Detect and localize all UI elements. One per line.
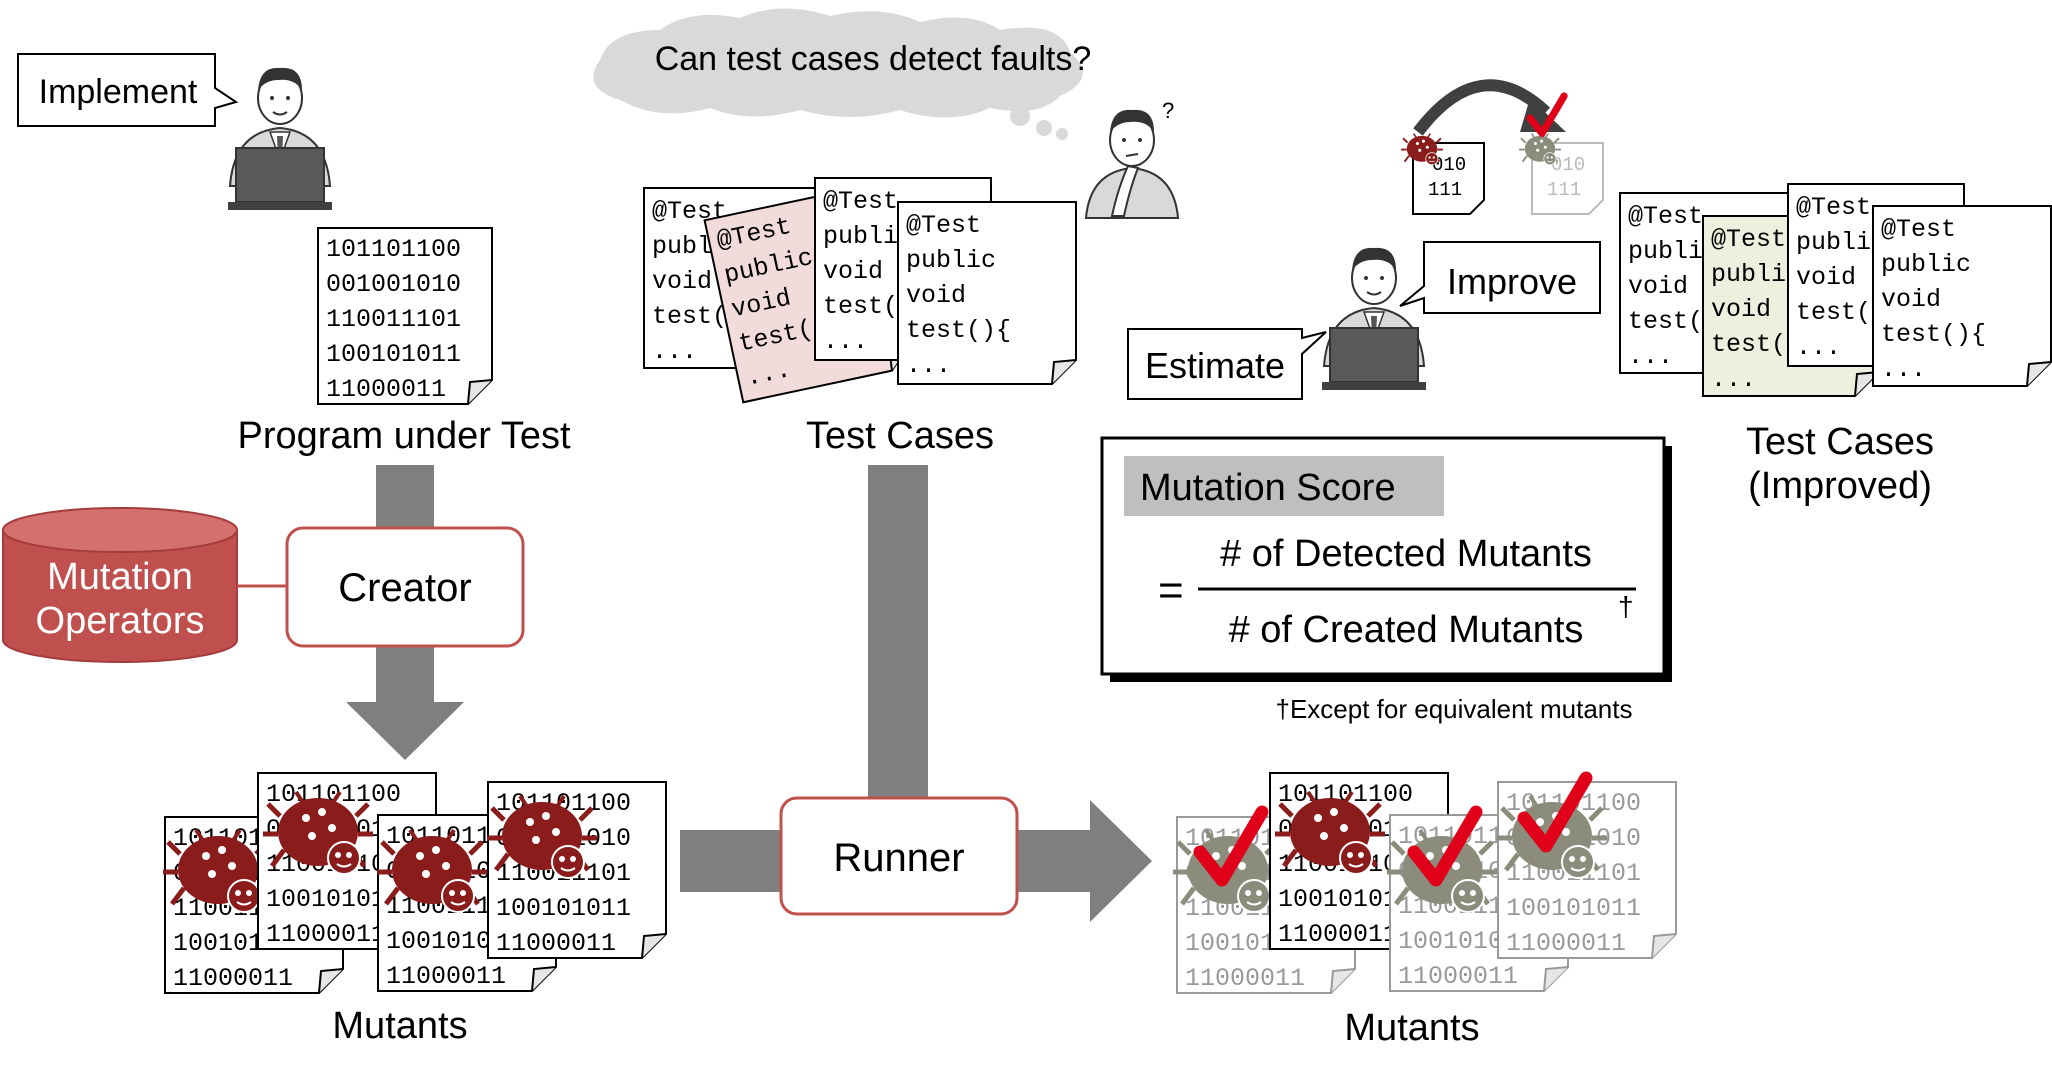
question-text: Can test cases detect faults? (655, 40, 1092, 78)
mutants-left-group: 1011011000010010101100111011001010111100… (163, 772, 667, 994)
question-mark: ? (1162, 98, 1174, 123)
mutant-code-line: 100101011 (496, 894, 631, 923)
mutation-operators-line1: Mutation (47, 556, 193, 598)
mutants-right-group: 1011011000010010101100111011001010111100… (1173, 773, 1677, 994)
test-code-line: void (1796, 263, 1856, 292)
test-code-line: public (1711, 260, 1801, 289)
test-code-line: @Test (906, 211, 981, 240)
mutant-code-line: 100101011 (1506, 894, 1641, 923)
mutant-code-line: 11000011 (1278, 920, 1398, 949)
test-code-line: ... (1796, 333, 1841, 362)
mini-code-line: 111 (1547, 179, 1581, 201)
mutants-right-label: Mutants (1344, 1007, 1479, 1049)
runner-input-bar (868, 465, 928, 805)
mini-code-line: 010 (1551, 154, 1585, 176)
test-case-document: @Test public void test(){... (1872, 205, 2052, 387)
mutant-code-line: 11000011 (266, 920, 386, 949)
test-code-line: ... (1881, 355, 1926, 384)
creator-label: Creator (338, 566, 471, 610)
thought-cloud-icon: Can test cases detect faults? (593, 8, 1091, 140)
test-code-line: public (1881, 250, 1971, 279)
test-code-line: void (1881, 285, 1941, 314)
test-code-line: @Test (823, 187, 898, 216)
mutant-code-line: 11000011 (496, 929, 616, 958)
program-code-line: 101101100 (326, 235, 461, 264)
test-code-line: ... (1628, 342, 1673, 371)
test-code-line: void (1711, 295, 1771, 324)
mutation-operators-line2: Operators (36, 600, 205, 642)
test-code-line: @Test (1881, 215, 1956, 244)
estimate-text: Estimate (1145, 345, 1285, 386)
test-code-line: void (823, 257, 883, 286)
test-cases-label: Test Cases (806, 415, 994, 457)
score-footnote: †Except for equivalent mutants (1276, 694, 1633, 724)
mini-code-line: 010 (1432, 154, 1466, 176)
test-code-line: void (1628, 272, 1688, 301)
mutants-left-label: Mutants (332, 1005, 467, 1047)
mutant-code-line: 11000011 (1398, 962, 1518, 991)
test-cases-stack: @Testpublicvoidtest(){...@Testpublicvoid… (643, 177, 1077, 404)
mini-code-line: 111 (1428, 179, 1462, 201)
bug-icon (1518, 132, 1562, 166)
program-code-line: 110011101 (326, 305, 461, 334)
test-code-line: void (652, 267, 712, 296)
mutation-score-box: Mutation Score = # of Detected Mutants #… (1100, 436, 1672, 682)
test-code-line: test(){ (1881, 320, 1986, 349)
runner-box: Runner (779, 796, 1019, 916)
mutant-code-line: 11000011 (173, 964, 293, 993)
improved-test-cases-label-line1: Test Cases (1746, 421, 1934, 463)
program-code-line: 001001010 (326, 270, 461, 299)
test-code-line: public (906, 246, 996, 275)
program-code-line: 100101011 (326, 340, 461, 369)
score-dagger: † (1618, 591, 1634, 622)
score-equals: = (1158, 566, 1184, 615)
score-title: Mutation Score (1140, 467, 1396, 509)
test-code-line: @Test (1711, 225, 1786, 254)
improved-test-cases-stack: @Testpublicvoidtest(){...@Testpublicvoid… (1619, 183, 2052, 397)
test-code-line: ... (823, 327, 868, 356)
test-code-line: void (906, 281, 966, 310)
implement-text: Implement (39, 73, 198, 111)
thinking-person-icon (1085, 108, 1179, 219)
mutation-operators-database-icon: Mutation Operators (1, 507, 238, 663)
mutant-code-line: 11000011 (1506, 929, 1626, 958)
mutant-code-line: 11000011 (1185, 964, 1305, 993)
improve-bubble: Improve (1399, 241, 1601, 314)
mutant-code-line: 11000011 (386, 962, 506, 991)
improved-test-cases-label-line2: (Improved) (1748, 465, 1932, 507)
test-code-line: ... (1711, 365, 1756, 394)
runner-label: Runner (833, 836, 964, 880)
test-code-line: ... (906, 351, 951, 380)
test-code-line: @Test (1628, 202, 1703, 231)
score-header-bg (1124, 456, 1444, 516)
improve-text: Improve (1447, 261, 1577, 302)
program-code-line: 11000011 (326, 375, 446, 404)
program-under-test-label: Program under Test (237, 415, 570, 457)
bug-icon (1400, 132, 1444, 166)
test-code-line: test(){ (906, 316, 1011, 345)
creator-box: Creator (285, 526, 525, 648)
test-code-line: public (1796, 228, 1886, 257)
implement-bubble: Implement (17, 53, 239, 127)
score-denominator: # of Created Mutants (1229, 609, 1584, 651)
estimate-bubble: Estimate (1127, 328, 1327, 400)
program-document: 101101100 001001010 110011101 100101011 1100… (317, 227, 493, 405)
tester-person-icon (1321, 246, 1427, 391)
bug-fix-illustration: 010 111 010 111 (1400, 79, 1604, 215)
developer-person-icon (227, 66, 333, 211)
test-code-line: @Test (1796, 193, 1871, 222)
test-case-document: @Test public void test(){... (897, 201, 1077, 385)
test-code-line: ... (652, 337, 697, 366)
score-numerator: # of Detected Mutants (1220, 533, 1592, 575)
